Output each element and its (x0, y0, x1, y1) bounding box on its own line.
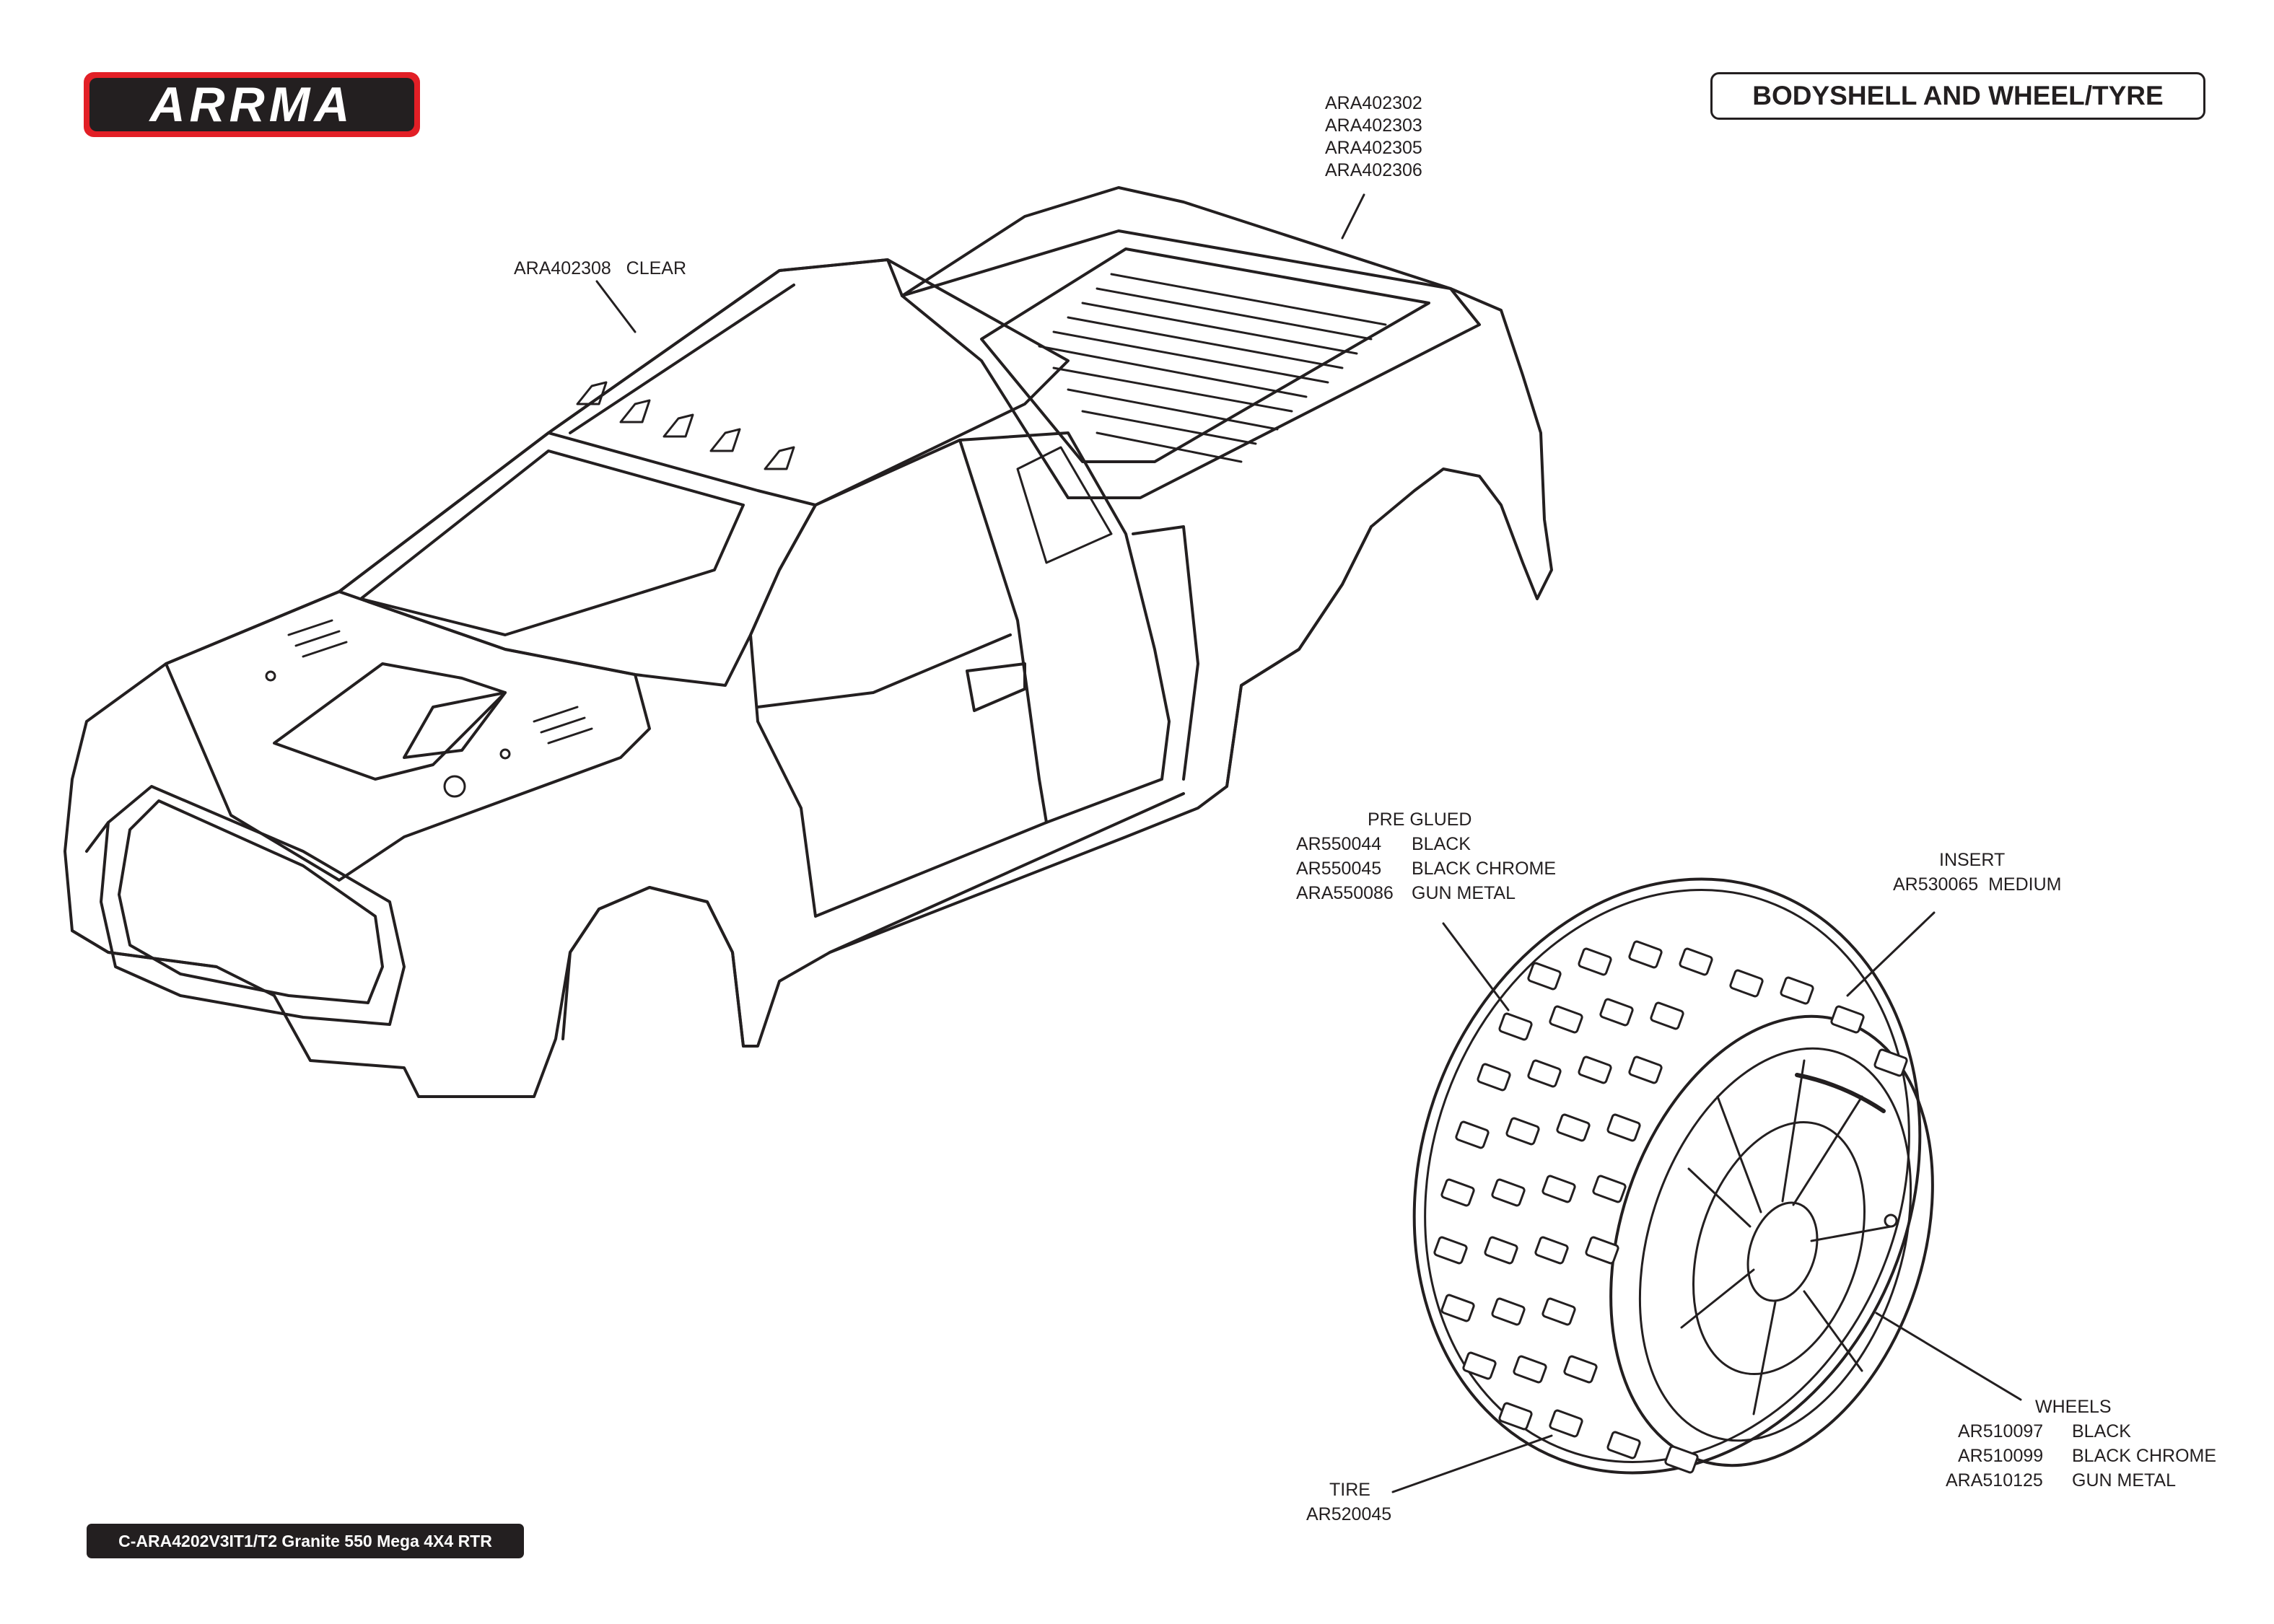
leader-insert (1846, 911, 1936, 997)
arrma-logo: ARRMA (84, 72, 420, 137)
callout-heading: TIRE (1329, 1480, 1370, 1500)
part-name: BLACK (1412, 834, 1471, 854)
part-name: BLACK (2072, 1421, 2131, 1441)
leader-lines (595, 193, 2022, 1493)
logo-text: ARRMA (148, 77, 354, 132)
part-name: GUN METAL (1412, 883, 1516, 903)
part-name: BLACK CHROME (1412, 859, 1557, 879)
part-name: CLEAR (626, 258, 687, 278)
part-row: ARA510125 GUN METAL (1946, 1468, 2216, 1493)
part-row: AR510099 BLACK CHROME (1946, 1444, 2216, 1468)
leader-clear-shell (595, 280, 637, 333)
part-code: ARA550086 (1296, 883, 1394, 903)
part-code: AR550045 (1296, 859, 1382, 879)
callout-clear-shell: ARA402308 CLEAR (514, 256, 686, 281)
part-row: AR510097 BLACK (1946, 1419, 2216, 1444)
model-label: C-ARA4202V3IT1/T2 Granite 550 Mega 4X4 R… (87, 1524, 524, 1558)
part-code: AR530065 (1893, 874, 1979, 895)
part-row: AR530065 MEDIUM (1893, 872, 2061, 897)
callout-wheels: WHEELS AR510097 BLACK AR510099 BLACK CHROM… (1946, 1395, 2216, 1493)
part-code: AR510099 (1958, 1446, 2044, 1466)
leader-wheels (1875, 1312, 2022, 1401)
part-code: AR520045 (1306, 1504, 1392, 1524)
callout-insert: INSERT AR530065 MEDIUM (1893, 848, 2061, 897)
part-code: ARA402306 (1325, 160, 1422, 180)
callout-heading: WHEELS (2035, 1397, 2112, 1417)
part-name: GUN METAL (2072, 1470, 2176, 1491)
part-code: ARA402305 (1325, 138, 1422, 158)
wheel-tyre-drawing (1412, 877, 1934, 1475)
part-code: ARA510125 (1946, 1470, 2043, 1491)
part-row: AR550045 BLACK CHROME (1296, 856, 1556, 881)
leader-pre-glued (1442, 922, 1510, 1011)
part-name: BLACK CHROME (2072, 1446, 2217, 1466)
bodyshell-drawing (64, 186, 1553, 1098)
leader-tire (1391, 1434, 1553, 1493)
part-row: AR550044 BLACK (1296, 832, 1556, 856)
callout-tire: TIRE AR520045 (1306, 1478, 1391, 1527)
part-row: ARA550086 GUN METAL (1296, 881, 1556, 905)
part-code: AR510097 (1958, 1421, 2044, 1441)
callout-heading: INSERT (1939, 850, 2006, 870)
part-code: ARA402308 (514, 258, 611, 278)
page-title: BODYSHELL AND WHEEL/TYRE (1710, 72, 2205, 120)
leader-bodyshell (1341, 193, 1365, 240)
part-code: ARA402302 (1325, 93, 1422, 113)
part-code: ARA402303 (1325, 115, 1422, 136)
callout-heading: PRE GLUED (1368, 809, 1472, 830)
part-code: AR550044 (1296, 834, 1382, 854)
callout-pre-glued: PRE GLUED AR550044 BLACK AR550045 BLACK CH… (1296, 807, 1556, 905)
part-name: MEDIUM (1988, 874, 2062, 895)
callout-bodyshell: ARA402302 ARA402303 ARA402305 ARA402306 (1325, 92, 1422, 182)
